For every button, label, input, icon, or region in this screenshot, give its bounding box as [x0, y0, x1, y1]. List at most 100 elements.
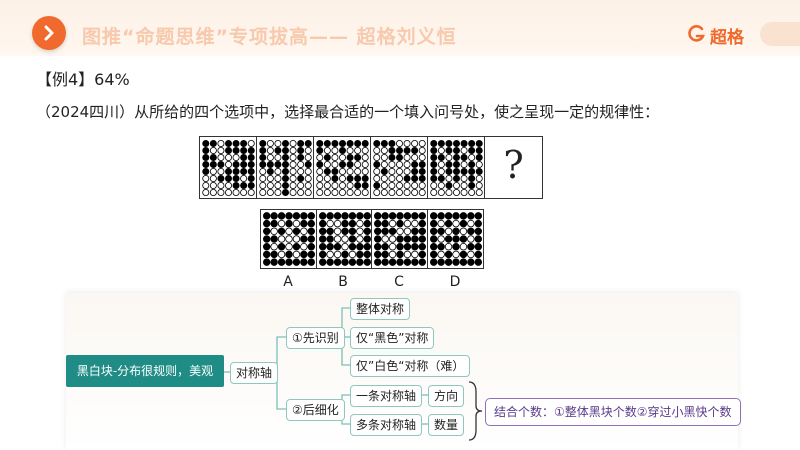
black-dot: [474, 243, 482, 251]
black-dot: [333, 258, 341, 266]
white-dot: [395, 167, 403, 175]
black-dot: [460, 153, 468, 161]
white-dot: [354, 167, 362, 175]
black-dot: [452, 175, 460, 183]
black-dot: [259, 147, 267, 154]
black-dot: [209, 160, 217, 168]
black-dot: [277, 243, 286, 251]
option-b-figure[interactable]: [317, 210, 372, 268]
white-dot: [361, 167, 369, 175]
black-dot: [318, 219, 326, 228]
option-c-figure[interactable]: [372, 210, 428, 268]
black-dot: [281, 140, 289, 147]
white-dot: [270, 227, 278, 236]
white-dot: [395, 182, 403, 190]
black-dot: [403, 175, 411, 183]
black-dot: [381, 258, 389, 266]
white-dot: [277, 219, 286, 228]
option-d-figure[interactable]: [428, 210, 484, 268]
black-dot: [281, 175, 289, 183]
option-a-figure[interactable]: [261, 210, 317, 268]
black-dot: [388, 147, 396, 154]
white-dot: [292, 219, 301, 228]
black-dot: [381, 212, 389, 220]
white-dot: [380, 160, 388, 168]
black-dot: [316, 160, 324, 168]
black-dot: [374, 235, 382, 243]
white-dot: [274, 182, 282, 190]
white-dot: [451, 219, 460, 228]
black-dot: [318, 243, 326, 251]
black-dot: [348, 212, 356, 220]
black-dot: [388, 258, 397, 266]
white-dot: [274, 153, 282, 161]
black-dot: [459, 219, 467, 228]
black-dot: [468, 147, 476, 154]
black-dot: [459, 250, 467, 259]
white-dot: [396, 227, 404, 236]
black-dot: [259, 140, 267, 147]
white-dot: [445, 153, 453, 161]
black-dot: [266, 167, 274, 175]
white-dot: [388, 160, 396, 168]
white-dot: [304, 153, 312, 161]
black-dot: [363, 258, 371, 266]
black-dot: [318, 227, 326, 235]
black-dot: [247, 160, 255, 168]
black-dot: [430, 140, 438, 147]
white-dot: [202, 182, 210, 190]
dot-grid: [318, 212, 371, 266]
black-dot: [240, 140, 248, 147]
header-banner: 图推“命题思维”专项拔高—— 超格刘义恒 超格: [0, 0, 800, 56]
black-dot: [381, 250, 389, 259]
white-dot: [430, 189, 438, 196]
white-dot: [388, 175, 396, 183]
white-dot: [354, 160, 362, 168]
black-dot: [318, 212, 326, 220]
black-dot: [474, 235, 482, 243]
black-dot: [468, 175, 476, 183]
black-dot: [363, 227, 371, 236]
black-dot: [354, 182, 362, 190]
white-dot: [247, 189, 255, 196]
next-button[interactable]: [32, 16, 66, 50]
mindmap-quantity: 数量: [428, 414, 465, 436]
black-dot: [240, 167, 248, 175]
dot-grid: [430, 140, 483, 196]
white-dot: [380, 189, 388, 196]
white-dot: [460, 175, 468, 183]
black-dot: [418, 219, 426, 228]
white-dot: [225, 189, 232, 196]
white-dot: [403, 219, 412, 228]
white-dot: [277, 250, 286, 259]
options-row: [260, 209, 484, 269]
black-dot: [325, 258, 334, 266]
black-dot: [468, 140, 476, 147]
white-dot: [361, 189, 369, 196]
black-dot: [232, 160, 240, 168]
white-dot: [333, 250, 341, 259]
black-dot: [348, 258, 356, 266]
white-dot: [338, 182, 346, 190]
black-dot: [318, 250, 326, 259]
white-dot: [217, 189, 225, 196]
mindmap-direction: 方向: [428, 385, 465, 407]
black-dot: [277, 258, 286, 266]
white-dot: [259, 167, 267, 175]
black-dot: [232, 140, 240, 147]
black-dot: [363, 235, 371, 243]
black-dot: [374, 212, 382, 220]
white-dot: [316, 182, 324, 190]
white-dot: [403, 250, 412, 259]
black-dot: [247, 182, 255, 190]
white-dot: [361, 160, 369, 168]
white-dot: [289, 147, 297, 154]
mindmap-black-symmetry: 仅“黑色”对称: [350, 327, 435, 349]
white-dot: [373, 147, 381, 154]
white-dot: [445, 189, 453, 196]
black-dot: [466, 258, 475, 266]
example-label: 【例4】64%: [36, 70, 130, 89]
dot-grid: [374, 212, 426, 266]
black-dot: [270, 258, 278, 266]
black-dot: [354, 153, 362, 161]
